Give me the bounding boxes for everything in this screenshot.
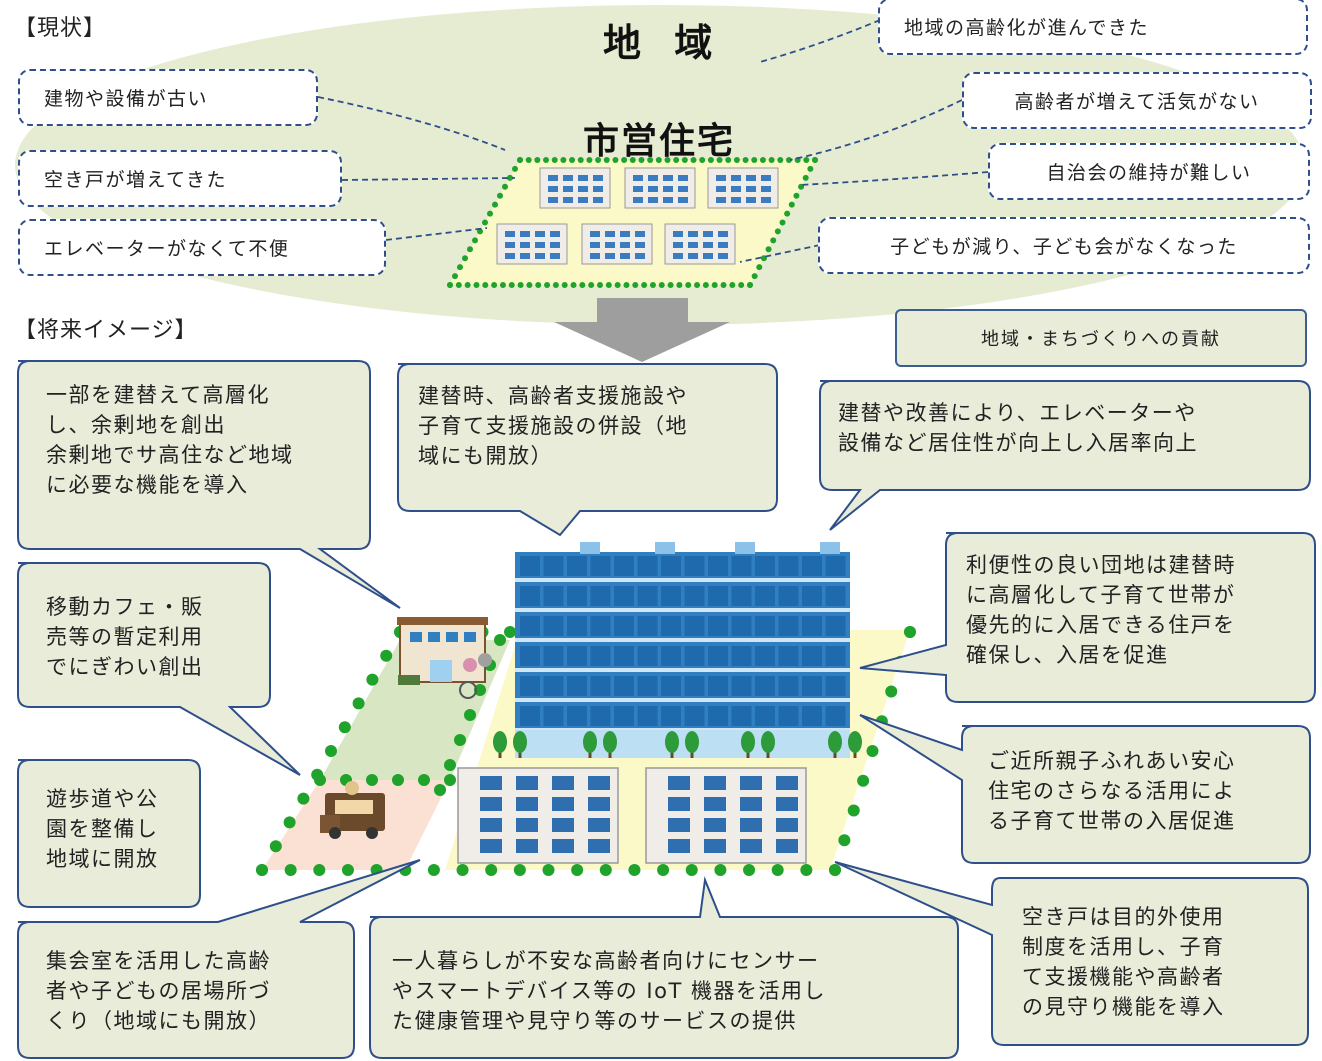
bubble-rebuild-highrise: 一部を建替えて高層化 し、余剰地を創出 余剰地でサ高住など地域 に必要な機能を導… [46,380,294,500]
bubble-line: 住宅のさらなる活用によ [988,779,1236,803]
high-rise-building-icon [515,542,850,758]
bubble-neighborhood-housing: ご近所親子ふれあい安心 住宅のさらなる活用によ る子育て世帯の入居促進 [988,746,1236,836]
bubble-line: ご近所親子ふれあい安心 [988,749,1236,773]
bubble-line: し、余剰地を創出 [46,413,226,437]
issue-box: 空き戸が増えてきた [18,150,342,207]
future-section-label: 【将来イメージ】 [14,318,198,343]
bubble-line: に必要な機能を導入 [46,473,249,497]
bubble-iot-services: 一人暮らしが不安な高齢者向けにセンサー やスマートデバイス等の IoT 機器を活… [392,946,826,1036]
bubble-line: やスマートデバイス等の IoT 機器を活用し [392,979,826,1003]
bubble-line: 移動カフェ・販 [46,595,204,619]
bubble-line: 遊歩道や公 [46,787,159,811]
issue-connectors [317,19,989,263]
bubble-line: 集会室を活用した高齢 [46,949,271,973]
tree-icon [493,731,862,758]
bubble-promenade-park: 遊歩道や公 園を整備し 地域に開放 [46,784,159,874]
issue-box: 自治会の維持が難しい [988,143,1310,200]
apartment-building-icon [457,767,807,864]
bubble-line: 建替時、高齢者支援施設や [418,384,688,408]
bubble-line: 制度を活用し、子育 [1022,935,1225,959]
current-plot-border [447,157,818,288]
housing-title: 市営住宅 [583,121,736,162]
issue-box: エレベーターがなくて不便 [18,219,386,276]
bubble-line: 一人暮らしが不安な高齢者向けにセンサー [392,949,820,973]
bubble-line: 園を整備し [46,817,159,841]
bubble-line: でにぎわい創出 [46,655,204,679]
care-facility-icon [397,617,492,699]
bubble-line: て支援機能や高齢者 [1022,965,1225,989]
down-arrow [554,298,730,362]
issue-box: 子どもが減り、子ども会がなくなった [818,217,1310,274]
bubble-line: 設備など居住性が向上し入居率向上 [838,431,1198,455]
bubble-line: 売等の暫定利用 [46,625,204,649]
bubble-support-facilities: 建替時、高齢者支援施設や 子育て支援施設の併設（地 域にも開放） [418,381,688,471]
bubble-line: 余剰地でサ高住など地域 [46,443,294,467]
food-truck-icon [320,781,385,839]
bubble-livability: 建替や改善により、エレベーターや 設備など居住性が向上し入居率向上 [838,398,1198,458]
bubble-line: 優先的に入居できる住戸を [966,613,1236,637]
current-section-label: 【現状】 [14,16,107,41]
speech-bubbles [17,360,1316,1059]
current-apartment-blocks [496,167,779,265]
bubble-line: に高層化して子育て世帯が [966,583,1236,607]
bubble-line: くり（地域にも開放） [46,1009,271,1033]
bubble-line: 建替や改善により、エレベーターや [838,401,1197,425]
bubble-vacant-units: 空き戸は目的外使用 制度を活用し、子育 て支援機能や高齢者 の見守り機能を導入 [1022,902,1225,1022]
issue-box: 建物や設備が古い [18,69,318,126]
bubble-line: た健康管理や見守り等のサービスの提供 [392,1009,797,1033]
bubble-child-household-priority: 利便性の良い団地は建替時 に高層化して子育て世帯が 優先的に入居できる住戸を 確… [966,550,1236,670]
bubble-meeting-room: 集会室を活用した高齢 者や子どもの居場所づ くり（地域にも開放） [46,946,271,1036]
bubble-line: 空き戸は目的外使用 [1022,905,1225,929]
bubble-mobile-cafe: 移動カフェ・販 売等の暫定利用 でにぎわい創出 [46,592,204,682]
bubble-line: 子育て支援施設の併設（地 [418,414,688,438]
region-title: 地 域 [603,21,723,65]
bubble-line: 利便性の良い団地は建替時 [966,553,1236,577]
bubble-line: 確保し、入居を促進 [966,643,1169,667]
bubble-line: 域にも開放） [418,444,553,468]
bubble-line: 一部を建替えて高層化 [46,383,270,407]
bubble-line: る子育て世帯の入居促進 [988,809,1236,833]
bubble-line: 地域に開放 [46,847,159,871]
bubble-line: 者や子どもの居場所づ [46,979,271,1003]
issue-box: 高齢者が増えて活気がない [962,72,1312,129]
issue-box: 地域の高齢化が進んできた [878,0,1308,55]
contribution-label: 地域・まちづくりへの貢献 [895,309,1307,367]
bubble-line: の見守り機能を導入 [1022,995,1225,1019]
